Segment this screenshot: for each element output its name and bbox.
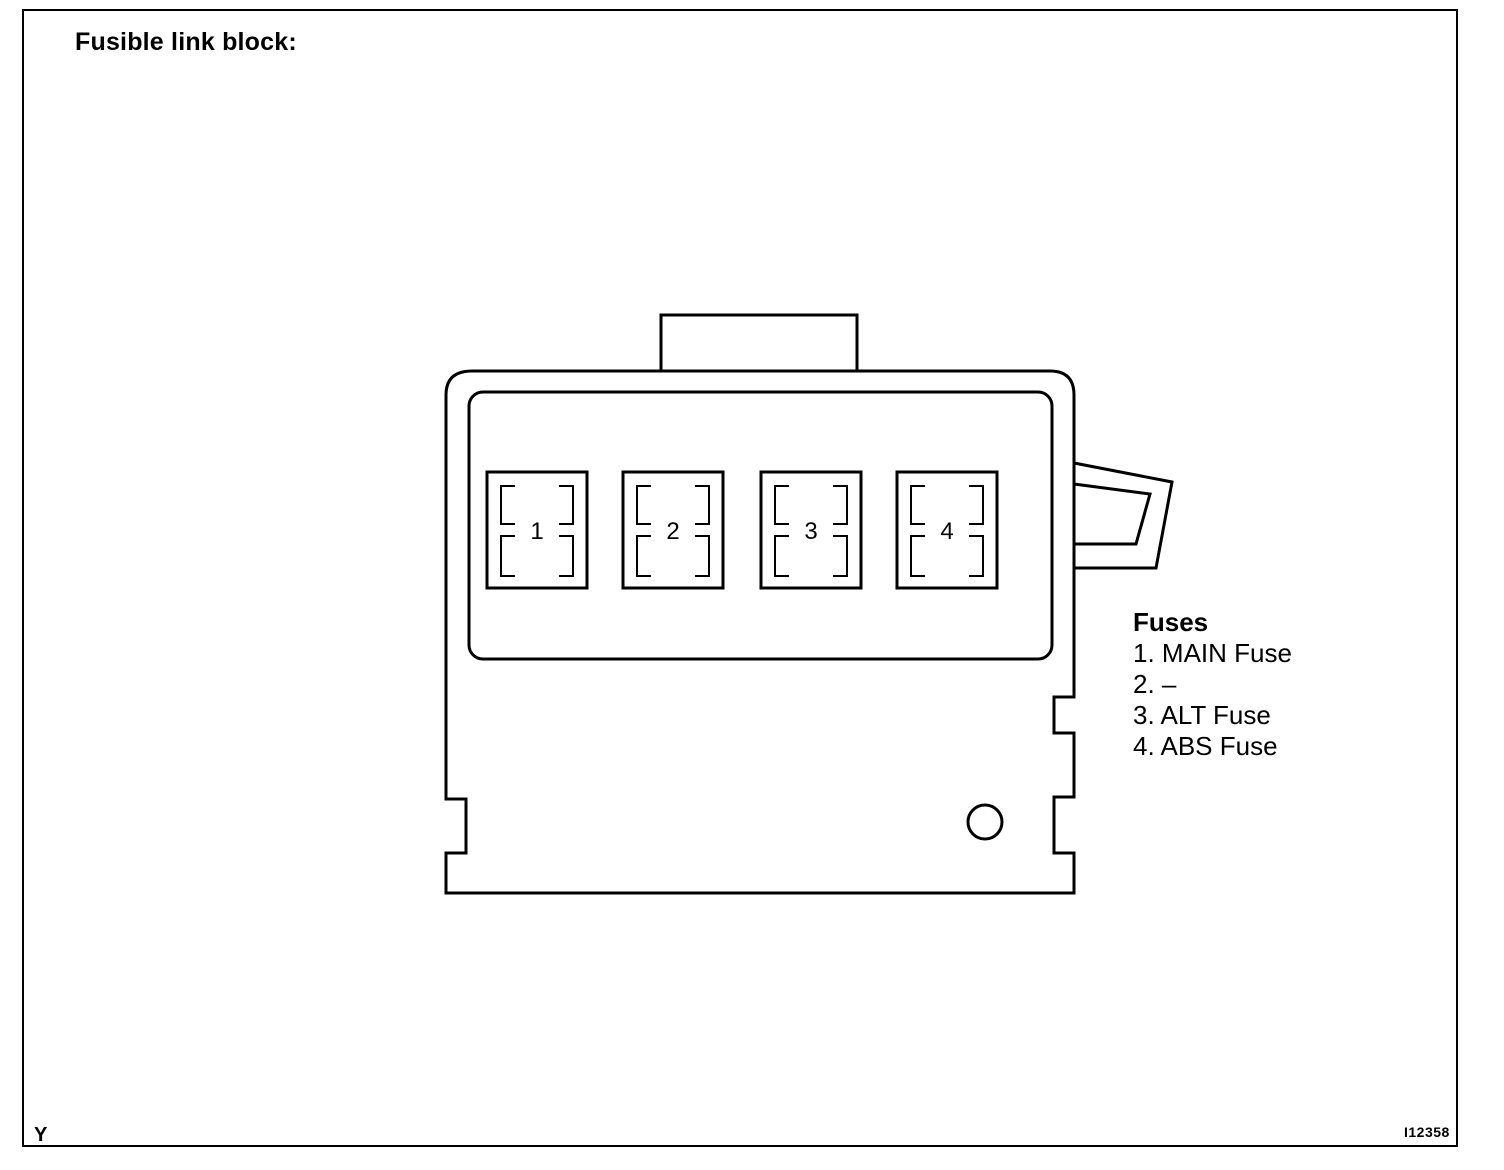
fuse-slot-group: 1 2 3 4 [485,470,999,590]
fuse-slot-4: 4 [895,470,999,590]
fuse-slot-outline [621,470,725,590]
legend-item-3: 3. ALT Fuse [1133,700,1271,730]
fuse-slot-number: 4 [940,518,953,545]
legend-item-2: 2. – [1133,669,1177,699]
fuse-contact-bracket [695,535,710,577]
fuse-slot-outline [485,470,589,590]
fuse-contact-bracket [559,535,574,577]
fuse-slot-1: 1 [485,470,589,590]
fuse-contact-bracket [559,485,574,525]
fuse-contact-bracket [833,535,848,577]
fuse-contact-bracket [774,485,789,525]
fuse-legend: Fuses 1. MAIN Fuse 2. – 3. ALT Fuse 4. A… [1133,606,1292,762]
block-body [444,369,1076,895]
side-latch-inner [1073,482,1152,546]
corner-mark-left: Y [34,1124,48,1146]
fuse-contact-bracket [910,485,925,525]
fuse-slot-outline [759,470,863,590]
figure-code: I12358 [1404,1124,1450,1140]
fuse-slot-outline [895,470,999,590]
fuse-contact-bracket [636,535,651,577]
fuse-contact-bracket [500,535,515,577]
page-title: Fusible link block: [75,28,297,56]
fuse-contact-bracket [910,535,925,577]
legend-item-1: 1. MAIN Fuse [1133,638,1292,668]
fuse-window [467,390,1054,661]
fuse-slot-number: 2 [666,518,679,545]
fuse-contact-bracket [695,485,710,525]
fuse-contact-bracket [636,485,651,525]
fuse-slot-3: 3 [759,470,863,590]
fuse-slot-2: 2 [621,470,725,590]
fuse-contact-bracket [774,535,789,577]
legend-item-4: 4. ABS Fuse [1133,731,1278,761]
legend-title: Fuses [1133,607,1209,637]
fuse-contact-bracket [969,535,984,577]
fuse-contact-bracket [500,485,515,525]
fuse-slot-number: 3 [804,518,817,545]
side-latch [1073,461,1174,570]
fuse-contact-bracket [833,485,848,525]
diagram-frame [22,9,1458,1147]
top-tab [659,313,859,373]
mounting-hole [966,803,1004,841]
fuse-slot-number: 1 [530,518,543,545]
fuse-contact-bracket [969,485,984,525]
